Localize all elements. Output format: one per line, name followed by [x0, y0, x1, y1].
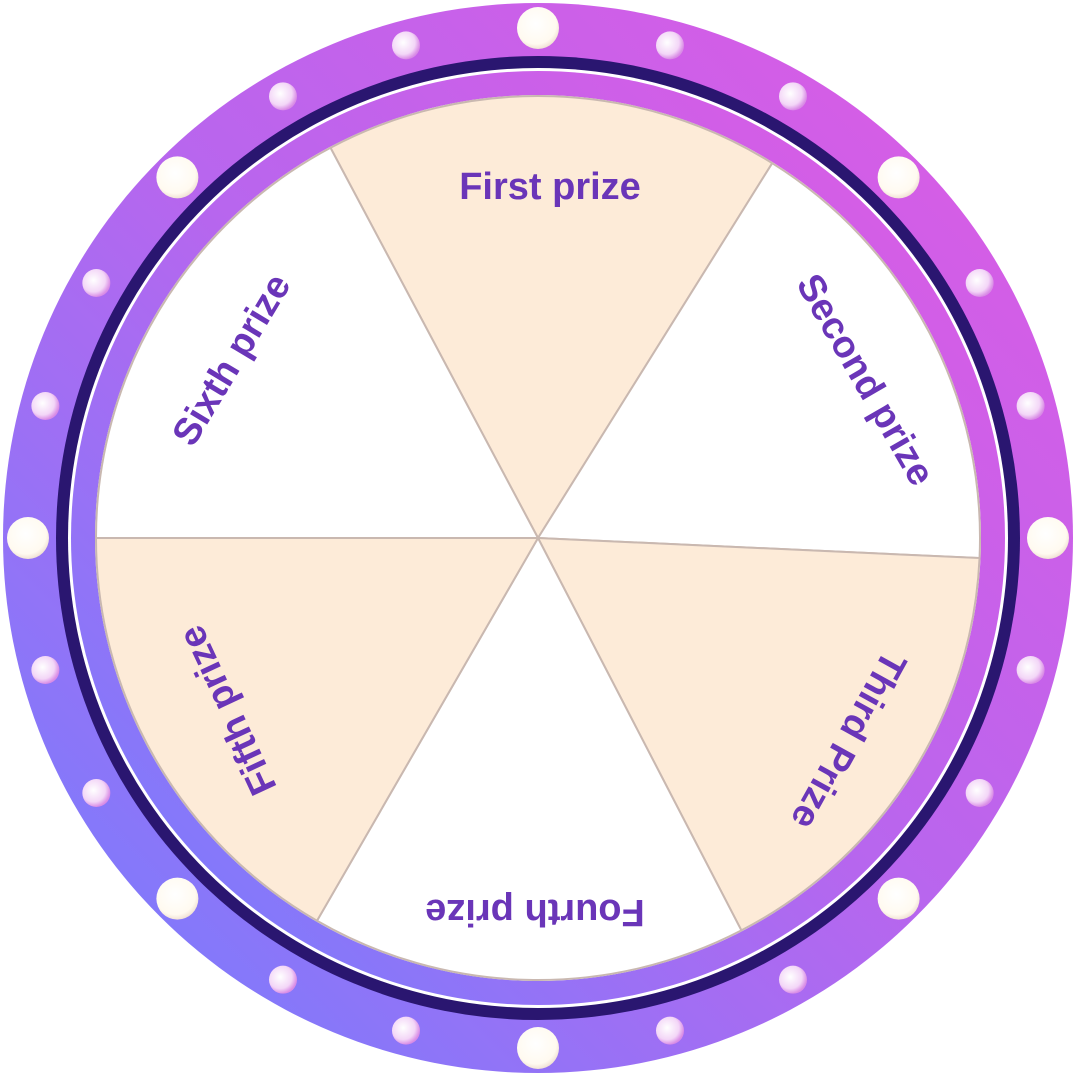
small-light-bulb [779, 82, 807, 111]
big-light-bulb [877, 877, 920, 920]
big-light-bulb [1027, 517, 1069, 559]
prize-label-4: Fourth prize [425, 891, 645, 933]
small-light-bulb [31, 655, 60, 684]
big-light-bulb [517, 1027, 559, 1069]
small-light-bulb [392, 31, 421, 60]
big-light-bulb [877, 156, 920, 199]
small-light-bulb [965, 779, 994, 807]
small-light-bulb [31, 392, 60, 421]
wheel-segment-2 [536, 161, 981, 560]
small-light-bulb [269, 965, 297, 994]
small-light-bulb [655, 1016, 684, 1045]
small-light-bulb [779, 965, 807, 994]
big-light-bulb [156, 877, 199, 920]
wheel-segment-6 [94, 146, 540, 539]
big-light-bulb [517, 7, 559, 49]
small-light-bulb [965, 269, 994, 297]
wheel-segment-3 [536, 536, 981, 932]
small-light-bulb [1016, 655, 1045, 684]
big-light-bulb [156, 156, 199, 199]
small-light-bulb [655, 31, 684, 60]
wheel-segment-5 [94, 537, 540, 923]
small-light-bulb [82, 269, 111, 297]
small-light-bulb [269, 82, 297, 111]
small-light-bulb [82, 779, 111, 807]
big-light-bulb [7, 517, 49, 559]
small-light-bulb [1016, 392, 1045, 421]
prize-label-1: First prize [459, 166, 641, 208]
wheel-segment-4 [315, 535, 743, 981]
wheel-segment-1 [329, 95, 774, 540]
small-light-bulb [392, 1016, 421, 1045]
